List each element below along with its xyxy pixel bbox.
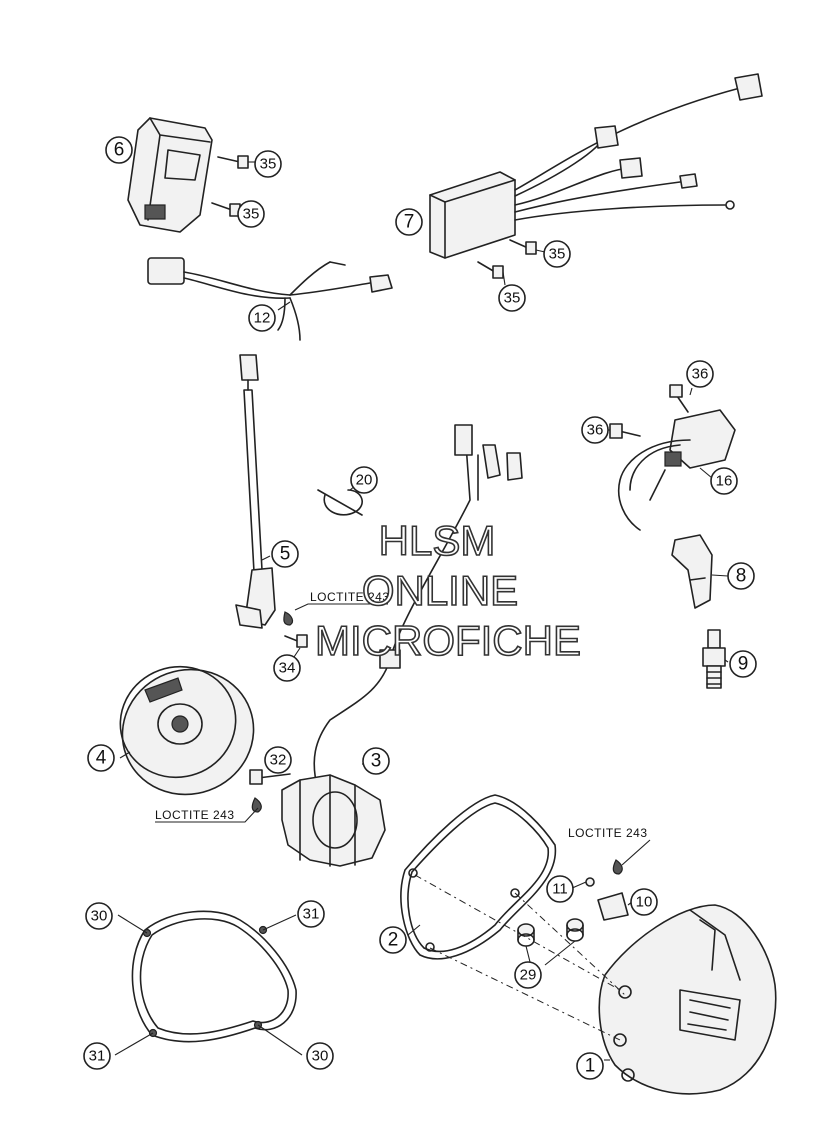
callout-label: 2 [388,930,399,951]
callout-label: 4 [96,748,107,769]
callout-1: 1 [576,1052,604,1080]
callout-6: 6 [105,136,133,164]
callout-29: 29 [514,961,542,989]
callout-35-c: 35 [543,240,571,268]
callout-label: 9 [738,654,749,675]
callout-label: 1 [585,1056,596,1077]
callout-4: 4 [87,744,115,772]
plate-10-part [597,892,629,921]
callout-7: 7 [395,208,423,236]
callout-34: 34 [273,654,301,682]
watermark-line-2: ONLINE [362,567,518,614]
callout-label: 31 [303,906,320,923]
callout-label: 5 [280,544,291,565]
screw-35-upper-right [509,239,537,255]
callout-label: 35 [504,290,521,307]
screw-11-part [585,859,623,887]
callout-label: 29 [520,967,537,984]
callout-32: 32 [264,746,292,774]
callout-label: 35 [260,156,277,173]
callout-36-a: 36 [686,360,714,388]
cdi-unit-part [127,117,213,233]
callout-31-a: 31 [297,900,325,928]
spark-plug-9-part [702,629,726,689]
leader-lines [114,161,729,1061]
loctite-note-right: LOCTITE 243 [568,826,648,840]
loctite-note-upper: LOCTITE 243 [310,590,390,604]
screw-32-part [249,769,291,813]
flywheel-rotor-4-part [119,665,255,796]
watermark: HLSM ONLINE MICROFICHE [314,516,582,665]
callout-3: 3 [362,747,390,775]
callout-2: 2 [379,926,407,954]
callout-label: 16 [716,473,733,490]
control-unit-7-part [429,73,763,259]
callout-label: 7 [404,212,415,233]
callout-label: 35 [243,206,260,223]
callout-label: 10 [636,894,653,911]
callout-9: 9 [729,650,757,678]
callout-label: 31 [89,1048,106,1065]
callout-36-b: 36 [581,416,609,444]
callout-30-b: 30 [306,1042,334,1070]
callout-label: 36 [587,422,604,439]
loctite-note-middle: LOCTITE 243 [155,808,235,822]
gasket-30-31-part [131,910,297,1043]
ignition-coil-16-part [618,409,736,531]
wiring-harness-12-part [147,257,393,341]
callout-label: 20 [356,472,373,489]
callout-35-a: 35 [254,150,282,178]
screw-35-lower-left [211,202,241,217]
callout-5: 5 [271,540,299,568]
callout-31-b: 31 [83,1042,111,1070]
screw-36-upper [669,384,689,413]
callout-10: 10 [630,888,658,916]
callout-label: 12 [254,310,271,327]
callout-label: 8 [736,566,747,587]
callout-label: 32 [270,752,287,769]
callout-label: 6 [114,140,125,161]
callout-35-b: 35 [237,200,265,228]
callout-label: 11 [552,881,568,898]
callout-label: 30 [312,1048,329,1065]
spark-plug-connector-8-part [671,534,713,609]
callout-label: 34 [279,660,296,677]
screw-36-left [609,423,641,439]
callout-8: 8 [727,562,755,590]
cable-tie-20-part [317,489,363,516]
watermark-line-1: HLSM [379,517,496,564]
screw-34-part [283,611,308,648]
callout-30-a: 30 [85,902,113,930]
callout-20: 20 [350,466,378,494]
cable-5-part [235,354,276,629]
gasket-2-part [400,794,557,960]
callout-label: 3 [371,751,382,772]
screw-35-upper-left [217,155,249,169]
ignition-cover-1-part [598,904,777,1095]
dowel-pin-29-right [566,918,584,942]
stator-3-part [281,424,523,867]
screw-35-lower-right [477,261,504,279]
dowel-pin-29-left [517,923,535,947]
callout-label: 36 [692,366,709,383]
callout-11: 11 [546,875,574,903]
callout-label: 30 [91,908,108,925]
watermark-line-3: MICROFICHE [315,617,581,664]
callout-35-d: 35 [498,284,526,312]
callout-label: 35 [549,246,566,263]
callout-12: 12 [248,304,276,332]
callout-16: 16 [710,467,738,495]
